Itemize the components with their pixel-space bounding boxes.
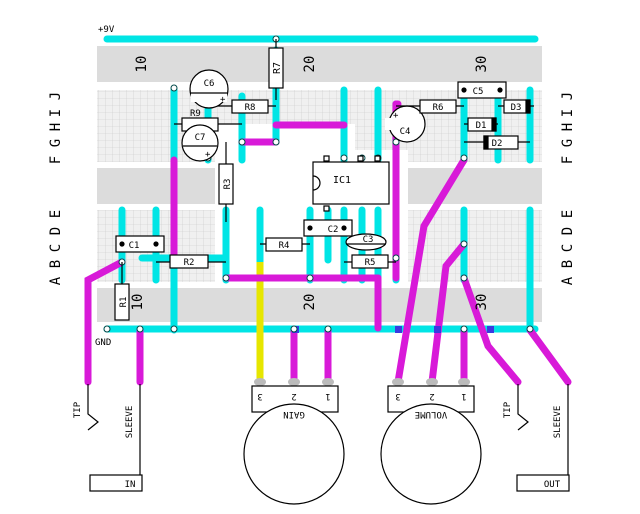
label-c7: C7 (195, 133, 206, 143)
capacitor-c2: C2 (303, 219, 353, 237)
capacitor-c7: C7 + (181, 124, 219, 162)
row-letter-a-right: A (560, 276, 576, 285)
jack-in-label: IN (125, 480, 136, 490)
label-r1: R1 (119, 297, 129, 308)
pot-volume: 3 2 1 VOLUME (380, 378, 482, 505)
jack-out-label: OUT (544, 480, 561, 490)
volume-pin-2: 2 (429, 391, 434, 401)
row-letter-h-left: H (48, 123, 64, 131)
diode-d3: D3 (498, 99, 534, 114)
row-letter-f-left: F (48, 156, 64, 164)
capacitor-c6: C6 + (189, 69, 229, 109)
jack-out: TIP SLEEVE OUT (503, 384, 570, 492)
col-number-30-bottom: 30 (474, 294, 490, 311)
col-number-10-bottom: 10 (130, 294, 146, 311)
label-c2: C2 (328, 225, 339, 235)
row-letter-c-left: C (48, 244, 64, 252)
row-letter-i-left: I (48, 109, 64, 117)
row-letter-g-right: G (560, 139, 576, 147)
c4-plus: + (393, 111, 399, 121)
row-letter-i-right: I (560, 109, 576, 117)
diode-d1: D1 (464, 117, 498, 132)
row-letter-d-left: D (48, 227, 64, 235)
label-ic1: IC1 (333, 175, 351, 186)
resistor-r5: R5 (344, 254, 396, 269)
jack-out-sleeve: SLEEVE (553, 406, 563, 439)
jack-out-tip: TIP (503, 401, 513, 418)
row-letter-h-right: H (560, 123, 576, 131)
resistor-r2: R2 (156, 254, 226, 269)
label-r7: R7 (272, 62, 283, 74)
label-c4: C4 (400, 127, 411, 137)
row-letters-left: J I H G F E D C B A (48, 92, 64, 285)
capacitor-c3: C3 (345, 233, 387, 251)
col-number-10-top: 10 (134, 56, 150, 73)
resistor-r7: R7 (268, 39, 284, 100)
jack-in-sleeve: SLEEVE (125, 406, 135, 439)
row-letters-right: J I H G F E D C B A (560, 92, 576, 285)
pot-gain: 3 2 1 GAIN (243, 378, 345, 505)
label-r6: R6 (433, 103, 444, 113)
label-d2: D2 (492, 139, 503, 149)
gain-pin-1: 1 (325, 391, 330, 401)
resistor-r1: R1 (114, 262, 130, 321)
label-r3: R3 (223, 179, 233, 190)
label-c3: C3 (363, 235, 374, 245)
volume-label: VOLUME (415, 409, 448, 419)
row-letter-e-left: E (48, 210, 64, 218)
col-number-30-top: 30 (474, 56, 490, 73)
label-c5: C5 (473, 87, 484, 97)
gain-pin-3: 3 (257, 391, 262, 401)
jack-in: TIP SLEEVE IN (73, 384, 143, 492)
col-number-20-bottom: 20 (302, 294, 318, 311)
label-c6: C6 (204, 79, 215, 89)
label-r9: R9 (190, 109, 201, 119)
label-r5: R5 (365, 258, 376, 268)
row-letter-d-right: D (560, 227, 576, 235)
rail-label-positive: +9V (98, 25, 115, 35)
row-letter-f-right: F (560, 156, 576, 164)
volume-pin-3: 3 (395, 391, 400, 401)
gain-label: GAIN (283, 409, 305, 419)
volume-pin-1: 1 (461, 391, 466, 401)
label-d3: D3 (511, 103, 522, 113)
label-r2: R2 (184, 258, 195, 268)
magenta-wires (84, 100, 572, 386)
row-letter-c-right: C (560, 244, 576, 252)
row-letter-b-right: B (560, 260, 576, 268)
col-number-20-top: 20 (302, 56, 318, 73)
capacitor-c5: C5 (457, 81, 507, 99)
row-letter-j-left: J (48, 92, 64, 100)
row-letter-a-left: A (48, 276, 64, 285)
resistor-r6: R6 (396, 99, 464, 114)
rail-label-ground: GND (95, 338, 111, 348)
capacitor-c1: C1 (115, 235, 165, 253)
c7-plus: + (205, 150, 211, 160)
resistor-r4: R4 (260, 237, 310, 252)
row-letter-b-left: B (48, 260, 64, 268)
row-letter-j-right: J (560, 92, 576, 100)
label-r8: R8 (245, 103, 256, 113)
label-d1: D1 (476, 121, 487, 131)
c6-plus: + (220, 95, 226, 105)
ic-ic1: IC1 (312, 155, 390, 212)
resistor-r8: R8 (208, 99, 276, 114)
gain-pin-2: 2 (291, 391, 296, 401)
label-c1: C1 (129, 241, 140, 251)
diode-d2: D2 (464, 135, 530, 150)
resistor-r3: R3 (218, 142, 234, 222)
board-strip-top (97, 46, 542, 82)
capacitor-c4: C4 + (385, 105, 426, 143)
jack-in-tip: TIP (73, 401, 83, 418)
row-letter-g-left: G (48, 139, 64, 147)
label-r4: R4 (279, 241, 290, 251)
row-letter-e-right: E (560, 210, 576, 218)
